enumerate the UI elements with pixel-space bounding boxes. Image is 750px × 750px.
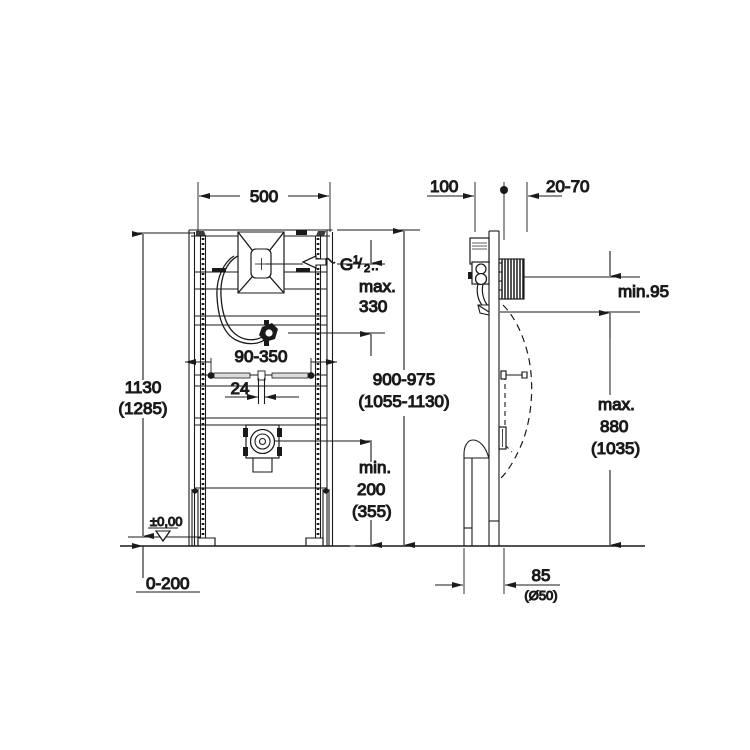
datum-symbol <box>128 527 200 542</box>
dim-20-70-label: 20-70 <box>546 177 589 196</box>
side-mounting-bracket <box>500 370 528 380</box>
dim-max-330-line1: max. <box>359 277 396 296</box>
perforated-rail-right <box>314 236 322 540</box>
thread-label-numerator: 1 <box>353 254 359 266</box>
dim-500-label: 500 <box>250 187 278 206</box>
dim-1130-alt-label: (1285) <box>118 399 167 418</box>
dim-max-880-line1: max. <box>598 395 635 414</box>
waste-outlet <box>243 424 282 473</box>
dim-width-500 <box>197 182 331 232</box>
frame-legs <box>191 488 330 547</box>
perforated-rail-left <box>199 236 207 540</box>
dim-85-label: 85 <box>532 566 551 585</box>
dim-90-350 <box>185 358 337 374</box>
dim-max-880 <box>500 313 645 548</box>
dim-85 <box>435 548 560 594</box>
connection-callout <box>266 255 336 269</box>
thread-label-G: G <box>340 255 353 274</box>
dim-diameter-50-label: (Ø50) <box>524 588 557 603</box>
dim-min-95-label: min.95 <box>618 282 669 301</box>
thread-dots: .. <box>371 257 379 273</box>
flush-hopper <box>237 231 285 294</box>
dim-20-70 <box>526 182 562 232</box>
dim-floor-0-200 <box>132 543 200 593</box>
dim-0-200-label: 0-200 <box>146 574 189 593</box>
thread-label-denominator: 2 <box>364 263 370 275</box>
dim-900-975-alt-label: (1055-1130) <box>358 392 449 411</box>
dim-900-975-label: 900-975 <box>373 370 435 389</box>
dim-min-200-alt-label: (355) <box>352 502 392 521</box>
dim-min-200-line1: min. <box>359 458 391 477</box>
dim-max-880-alt-label: (1035) <box>591 439 640 458</box>
drain-pipe-stub <box>257 378 266 404</box>
urinal-bowl-outline <box>500 304 533 479</box>
dim-90-350-label: 90-350 <box>235 347 288 366</box>
mounting-rail <box>207 370 315 381</box>
dim-1130-label: 1130 <box>125 378 162 397</box>
side-waste-port <box>498 426 507 450</box>
dim-24-label: 24 <box>231 379 250 398</box>
flush-valve-block <box>498 258 525 300</box>
hose-connector <box>259 320 278 346</box>
dim-max-880-line2: 880 <box>600 417 628 436</box>
dim-max-330 <box>288 240 385 356</box>
side-cover-panel <box>463 439 490 546</box>
datum-label: ±0,00 <box>150 514 182 529</box>
thread-fraction-slash: / <box>358 255 362 271</box>
dim-24 <box>225 380 299 403</box>
dim-100-label: 100 <box>430 177 458 196</box>
dim-min-200-line2: 200 <box>357 480 385 499</box>
side-cistern-detail <box>468 237 490 316</box>
dim-min-200 <box>275 439 382 548</box>
dim-max-330-line2: 330 <box>359 297 387 316</box>
front-view-frame <box>120 229 350 547</box>
dim-100 <box>427 182 476 232</box>
flexible-hose <box>216 255 267 345</box>
